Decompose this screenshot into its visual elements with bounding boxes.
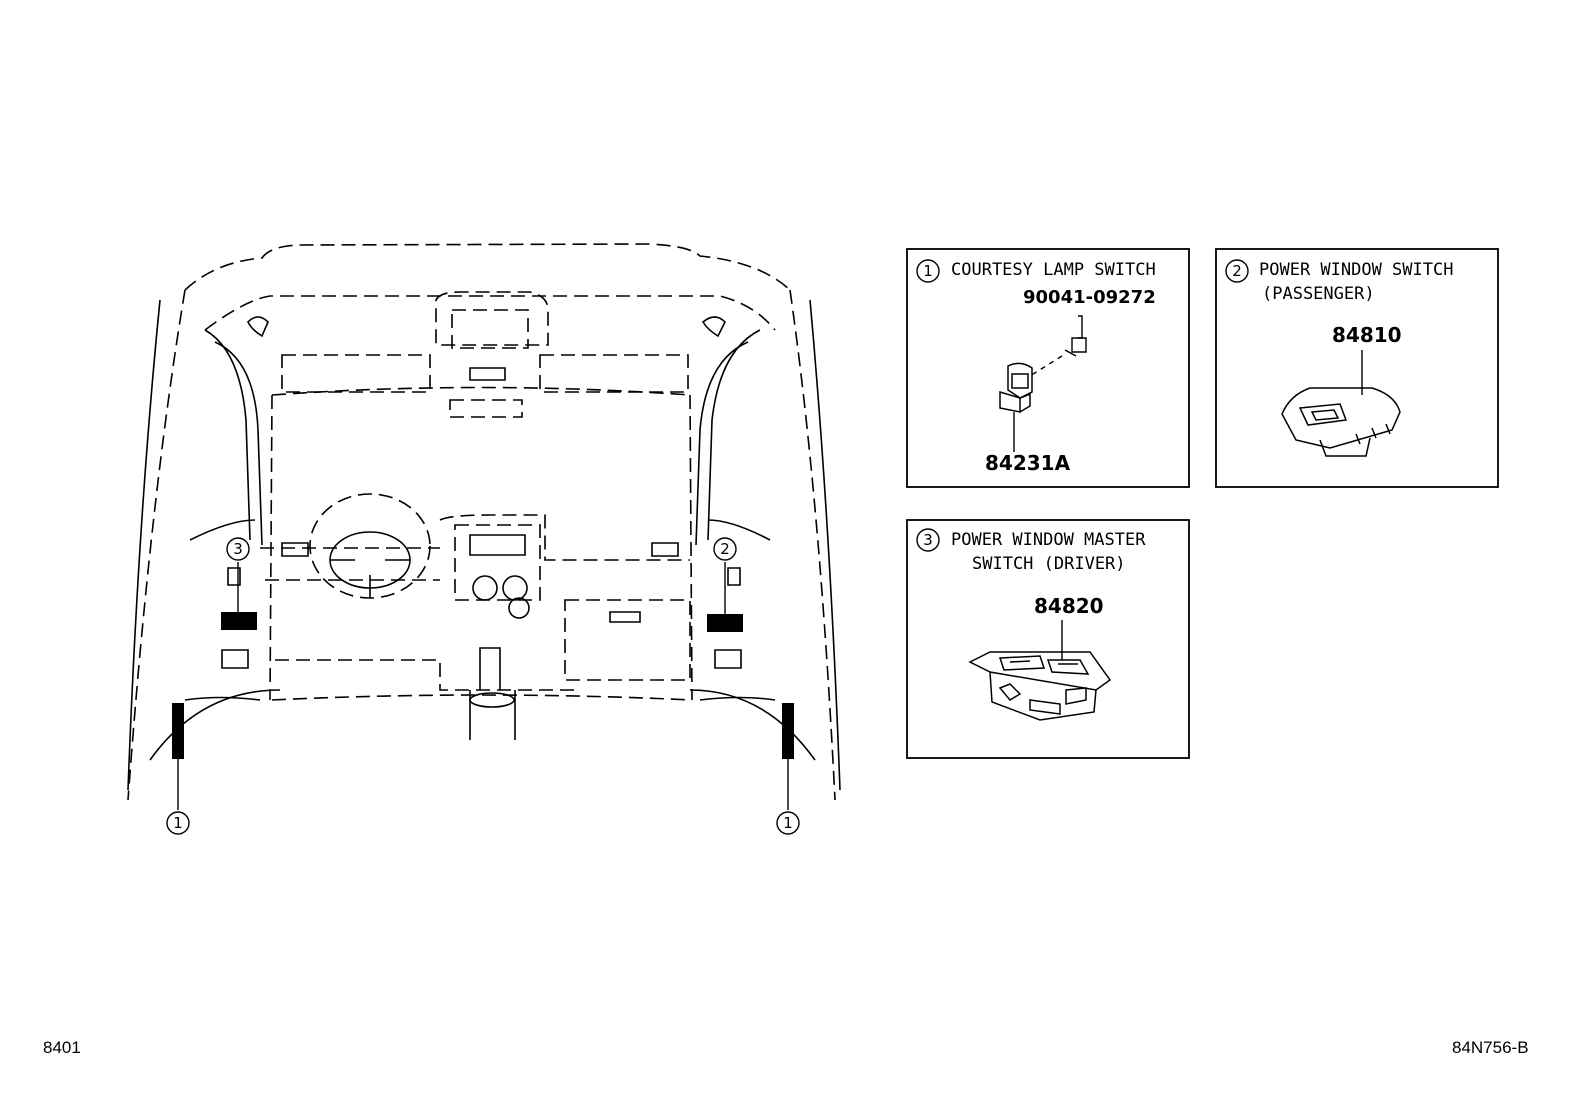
svg-text:2: 2: [1232, 262, 1242, 280]
callout-3-driver: 3: [226, 537, 250, 561]
passenger-switch-part-number: 84810: [1332, 323, 1402, 347]
circled-number-icon: [226, 537, 250, 561]
passenger-switch-subtitle: (PASSENGER): [1262, 284, 1375, 304]
circled-number-icon: [1225, 259, 1249, 283]
driver-switch-title: POWER WINDOW MASTER: [951, 530, 1146, 550]
courtesy-switch-right-marker-icon: [782, 703, 794, 759]
courtesy-switch-icon: [999, 362, 1033, 413]
callout-2-passenger: 2: [713, 537, 737, 561]
callout-1-right: 1: [776, 811, 800, 835]
circled-number-icon: [916, 259, 940, 283]
courtesy-switch-left-marker-icon: [172, 703, 184, 759]
screw-part-number: 90041-09272: [1023, 287, 1156, 308]
passenger-window-switch-box: 2 POWER WINDOW SWITCH (PASSENGER) 84810: [1215, 248, 1499, 488]
passenger-switch-title: POWER WINDOW SWITCH: [1259, 260, 1453, 280]
svg-text:1: 1: [783, 814, 793, 832]
svg-text:1: 1: [173, 814, 183, 832]
svg-text:1: 1: [923, 262, 933, 280]
circled-number-icon: [713, 537, 737, 561]
circled-number-icon: [776, 811, 800, 835]
figure-number: 8401: [43, 1038, 81, 1057]
svg-text:3: 3: [233, 540, 243, 558]
courtesy-lamp-switch-title: COURTESY LAMP SWITCH: [951, 260, 1156, 280]
screw-icon: [1064, 315, 1087, 357]
master-switch-marker-icon: [221, 612, 257, 630]
svg-text:3: 3: [923, 531, 933, 549]
illustration-code: 84N756-B: [1452, 1038, 1529, 1057]
driver-master-switch-box: 3 POWER WINDOW MASTER SWITCH (DRIVER) 84…: [906, 519, 1190, 759]
passenger-switch-marker-icon: [707, 614, 743, 632]
callout-1-left: 1: [166, 811, 190, 835]
svg-text:2: 2: [720, 540, 730, 558]
passenger-window-switch-icon: [1281, 387, 1401, 457]
driver-switch-subtitle: SWITCH (DRIVER): [972, 554, 1126, 574]
circled-number-icon: [916, 528, 940, 552]
driver-master-switch-icon: [968, 651, 1112, 721]
circled-number-icon: [166, 811, 190, 835]
courtesy-switch-part-number: 84231A: [985, 451, 1071, 475]
vehicle-interior-illustration: [127, 243, 841, 801]
courtesy-lamp-switch-box: 1 COURTESY LAMP SWITCH 90041-09272 84231…: [906, 248, 1190, 488]
leader-lines: [177, 562, 789, 810]
driver-switch-part-number: 84820: [1034, 594, 1104, 618]
switch-location-markers: [172, 612, 794, 759]
